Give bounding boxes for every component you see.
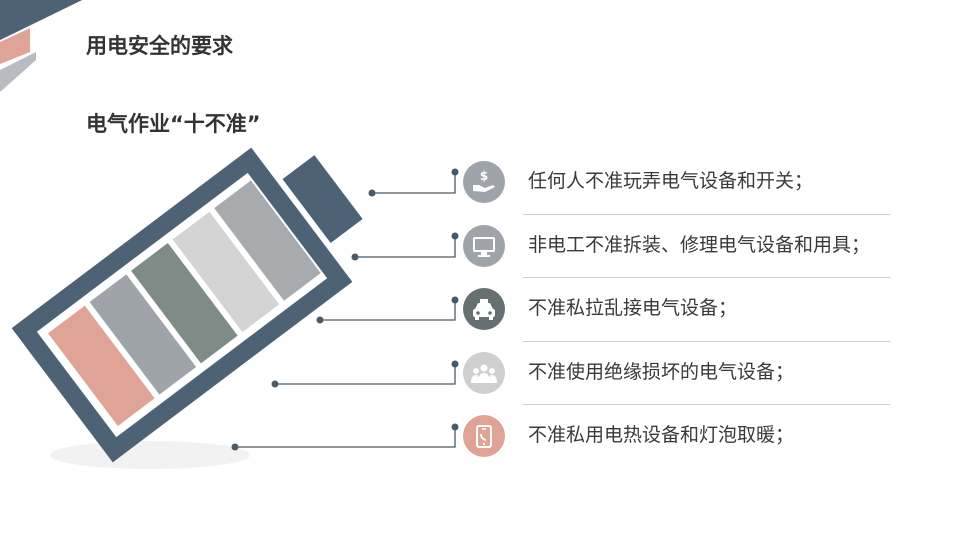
corner-navy-band bbox=[0, 0, 82, 40]
connector-dot bbox=[231, 443, 239, 451]
phone-call-icon bbox=[463, 415, 505, 457]
monitor-icon bbox=[463, 225, 505, 267]
battery-terminal bbox=[282, 155, 363, 244]
connector-dot bbox=[451, 423, 459, 431]
rule-text-5: 不准私用电热设备和灯泡取暖； bbox=[528, 424, 795, 446]
battery-graphic bbox=[11, 147, 363, 463]
taxi-icon bbox=[463, 288, 505, 330]
rule-text-4: 不准使用绝缘损坏的电气设备； bbox=[528, 361, 795, 383]
section-title: 电气作业“十不准” bbox=[86, 112, 261, 136]
connector-dot bbox=[451, 360, 459, 368]
battery-cells bbox=[48, 180, 321, 426]
connector-line-3 bbox=[320, 300, 456, 321]
connector-dot bbox=[368, 189, 376, 197]
divider bbox=[523, 341, 890, 342]
connector-lines bbox=[235, 172, 456, 448]
connector-line-2 bbox=[355, 236, 456, 258]
connector-dot bbox=[451, 296, 459, 304]
connector-dot bbox=[271, 380, 279, 388]
battery-cell bbox=[48, 305, 155, 426]
divider bbox=[523, 277, 890, 278]
svg-text:$: $ bbox=[480, 169, 488, 183]
connector-line-5 bbox=[235, 427, 456, 448]
battery-cell bbox=[89, 274, 197, 395]
battery-cell bbox=[214, 180, 321, 301]
connector-line-1 bbox=[372, 172, 456, 194]
connector-dot bbox=[351, 253, 359, 261]
people-group-icon bbox=[463, 352, 505, 394]
battery-cell bbox=[131, 243, 238, 364]
divider bbox=[523, 214, 890, 215]
page-title: 用电安全的要求 bbox=[86, 34, 233, 58]
rule-text-1: 任何人不准玩弄电气设备和开关； bbox=[528, 170, 814, 192]
connector-dot bbox=[451, 232, 459, 240]
divider bbox=[523, 404, 890, 405]
rule-text-3: 不准私拉乱接电气设备； bbox=[528, 297, 738, 319]
battery-cell bbox=[172, 211, 280, 333]
rule-text-2: 非电工不准拆装、修理电气设备和用具； bbox=[528, 234, 871, 256]
connector-dot bbox=[316, 316, 324, 324]
connector-line-4 bbox=[275, 364, 456, 385]
connector-dot bbox=[451, 168, 459, 176]
battery-shadow bbox=[50, 441, 250, 469]
corner-decoration bbox=[0, 0, 82, 92]
corner-salmon-shape bbox=[0, 28, 30, 64]
money-hand-icon: $ bbox=[463, 161, 505, 203]
corner-gray-shape bbox=[0, 52, 36, 92]
connector-dots bbox=[231, 168, 459, 451]
